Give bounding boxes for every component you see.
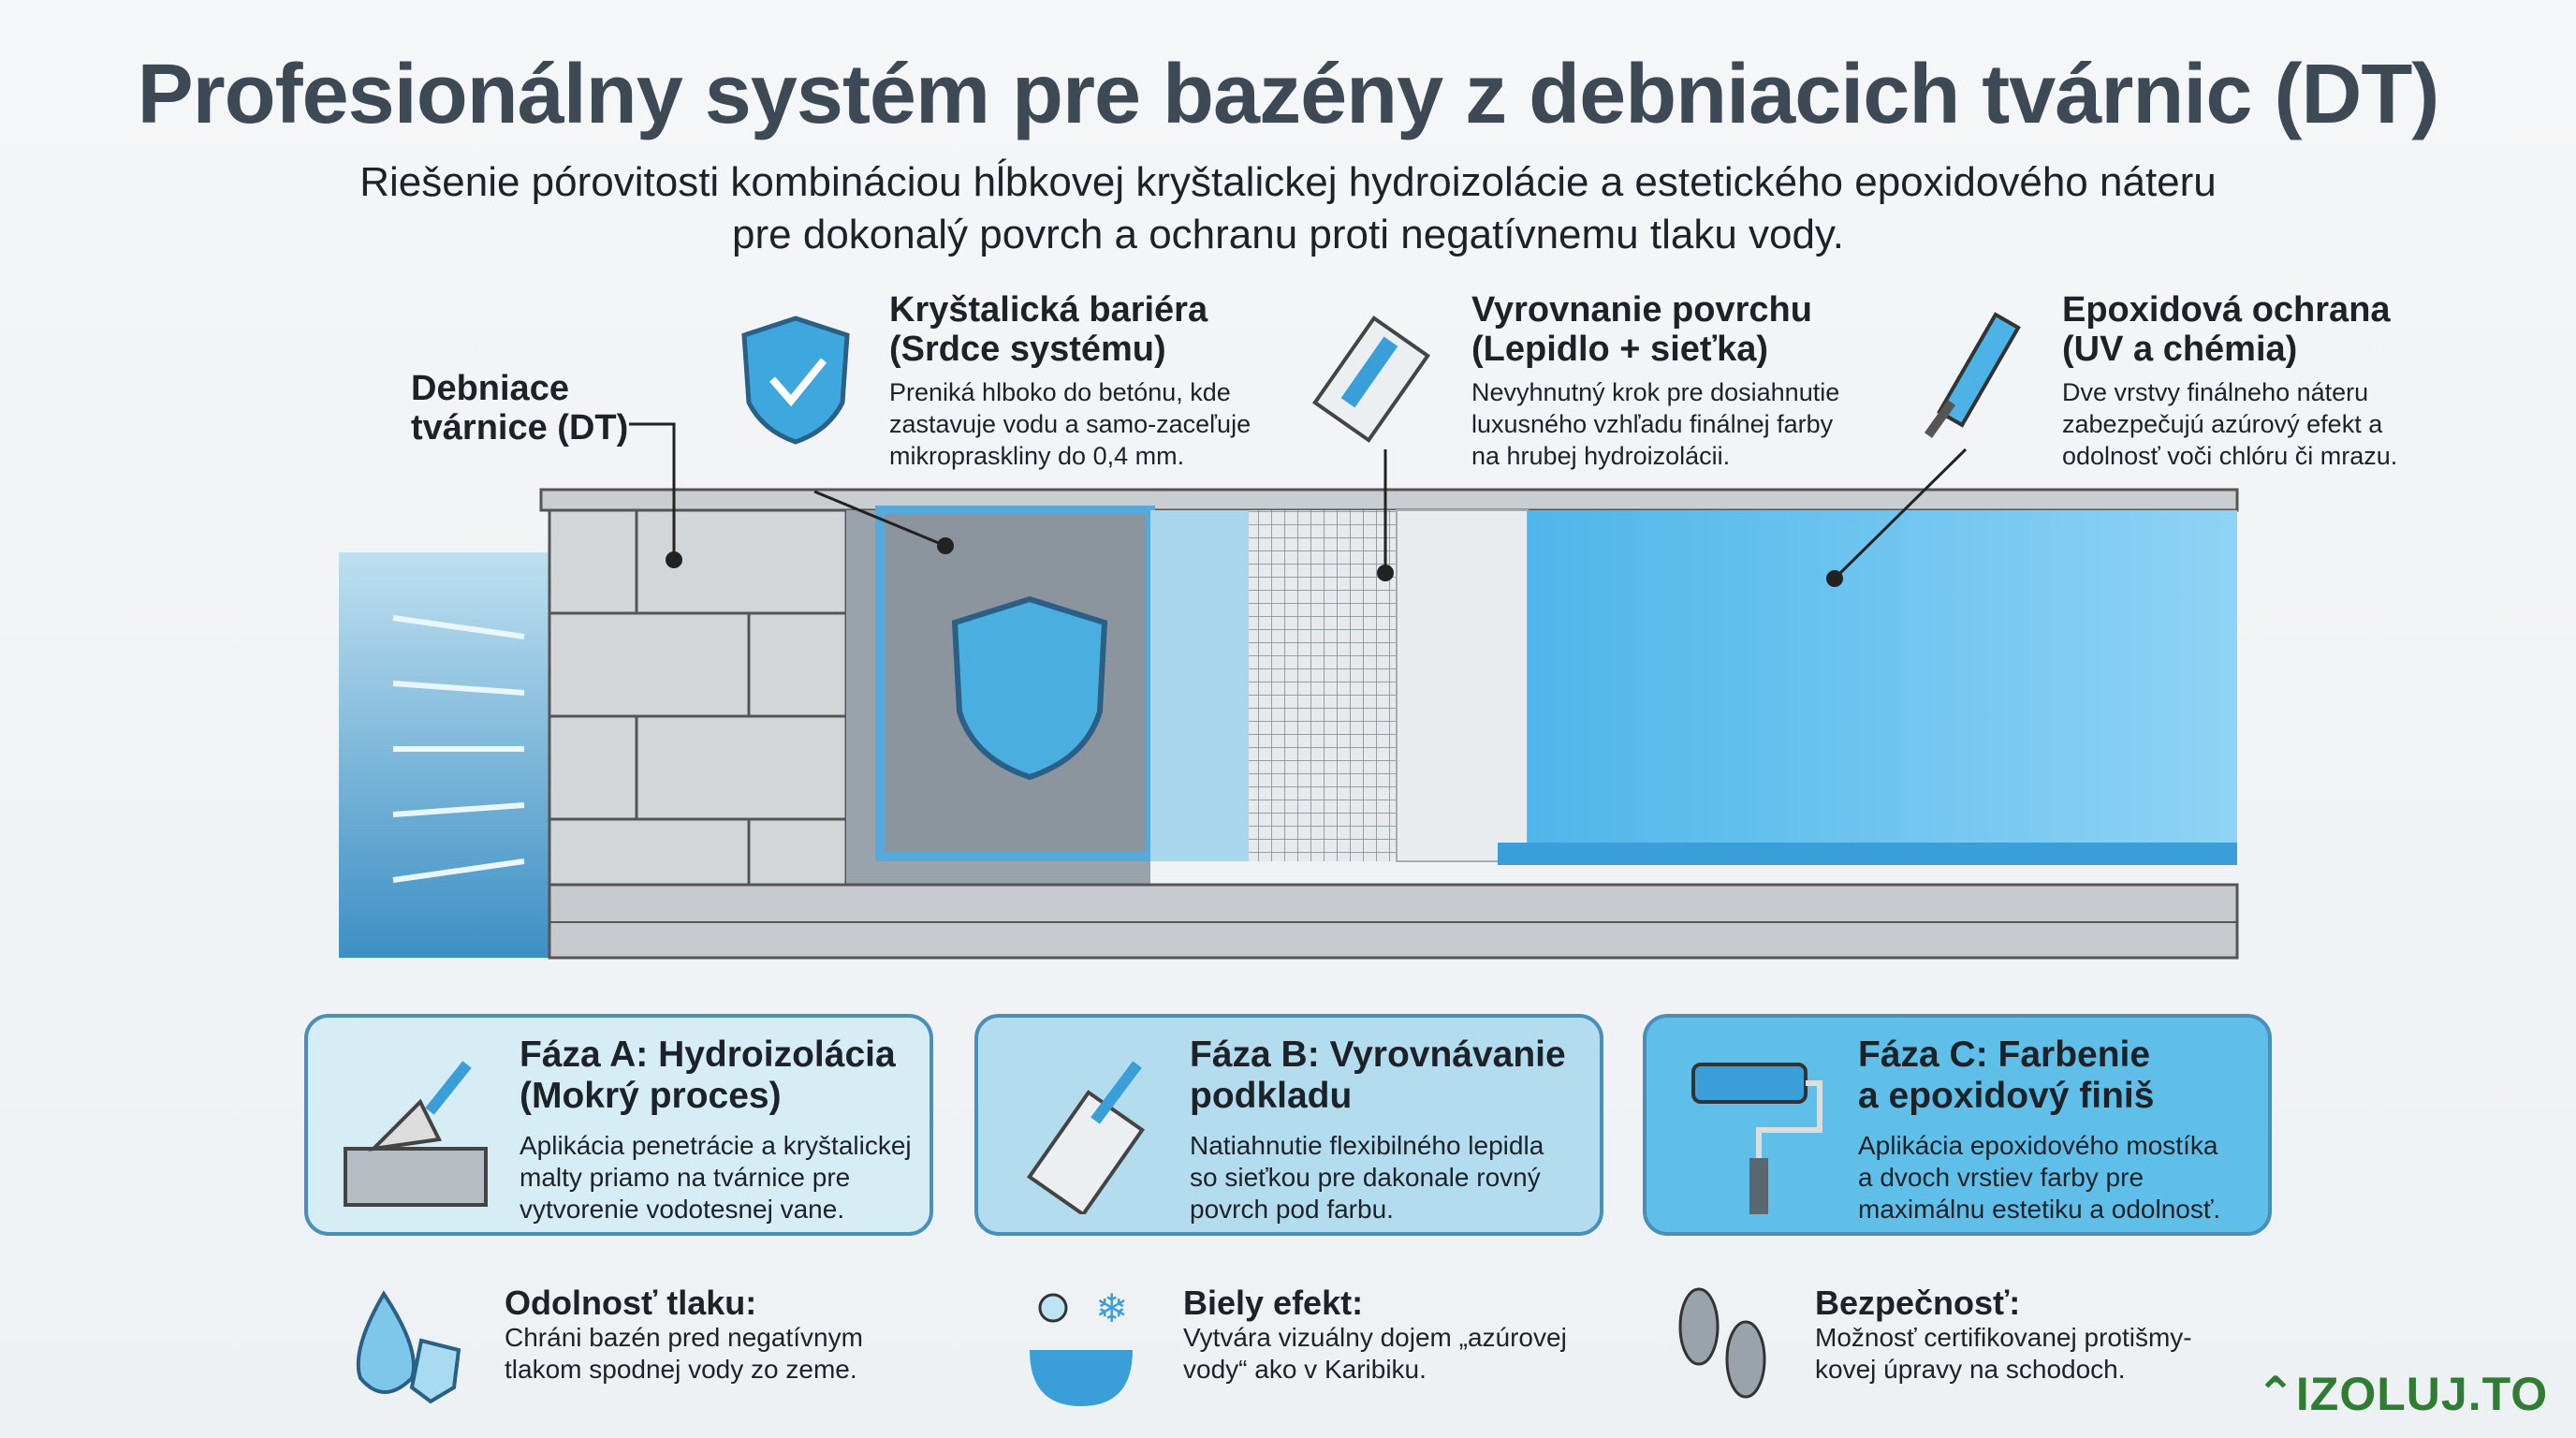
callout-text: odolnosť voči chlóru či mrazu.: [2062, 442, 2398, 470]
feature-text: tlakom spodnej vody zo zeme.: [505, 1355, 857, 1384]
callout-title: Epoxidová ochrana: [2062, 290, 2391, 330]
feature-safety: Bezpečnosť:Možnosť certifikovanej protiš…: [1815, 1284, 2192, 1386]
top-coping: [539, 488, 2239, 512]
callout-text: mikropraskliny do 0,4 mm.: [889, 442, 1185, 470]
callout-text: zastavuje vodu a samo-zaceľuje: [889, 410, 1251, 438]
feature-white-effect: Biely efekt:Vytvára vizuálny dojem „azúr…: [1183, 1284, 1567, 1386]
svg-text:❄: ❄: [1095, 1286, 1128, 1330]
phase-title: a epoxidový finiš: [1858, 1076, 2155, 1116]
feature-title: Biely efekt:: [1183, 1284, 1364, 1322]
feature-text: Chráni bazén pred negatívnym: [505, 1323, 863, 1352]
phase-text: Natiahnutie flexibilného lepidla: [1190, 1131, 1544, 1160]
subtitle-line-2: pre dokonalý povrch a ochranu proti nega…: [732, 212, 1844, 257]
callout-crystal-barrier: Kryštalická bariéra(Srdce systému) Preni…: [889, 290, 1251, 472]
fiber-layer: [1150, 510, 1249, 861]
logo-text: IZOLUJ.TO: [2295, 1368, 2549, 1420]
feature-title: Bezpečnosť:: [1815, 1284, 2021, 1322]
formwork-blocks: [548, 508, 848, 915]
phase-text: Aplikácia penetrácie a kryštalickej: [520, 1131, 912, 1160]
feature-text: Možnosť certifikovanej protišmy-: [1815, 1323, 2192, 1352]
callout-text: Nevyhnutný krok pre dosiahnutie: [1471, 378, 1840, 406]
feature-text: vody“ ako v Karibiku.: [1183, 1355, 1427, 1384]
paint-roller-icon: [1691, 1063, 1822, 1214]
phase-text: povrch pod farbu.: [1190, 1195, 1394, 1224]
epoxy-pool-finish: [1528, 510, 2237, 861]
subtitle-line-1: Riešenie pórovitosti kombináciou hĺbkove…: [359, 159, 2217, 205]
callout-text: zabezpečujú azúrový efekt a: [2062, 410, 2383, 438]
callout-title: (UV a chémia): [2062, 330, 2298, 369]
water-drop-shield-icon: [356, 1290, 461, 1404]
shield-icon: [951, 595, 1108, 781]
feature-title: Odolnosť tlaku:: [505, 1284, 757, 1322]
page-title: Profesionálny systém pre bazény z debnia…: [137, 48, 2440, 141]
callout-title: Debniace: [411, 369, 569, 408]
phase-text: maximálnu estetiku a odolnosť.: [1858, 1195, 2221, 1224]
feature-text: kovej úpravy na schodoch.: [1815, 1355, 2126, 1384]
callout-title: Vyrovnanie povrchu: [1471, 290, 1812, 330]
callout-title: (Lepidlo + sieťka): [1471, 330, 1769, 369]
trowel-mesh-icon: [1311, 315, 1431, 443]
callout-text: luxusného vzhľadu finálnej farby: [1471, 410, 1834, 438]
callout-text: na hrubej hydroizolácii.: [1471, 442, 1731, 470]
footprints-icon: [1678, 1287, 1766, 1399]
callout-text: Dve vrstvy finálneho náteru: [2062, 378, 2369, 406]
phase-title: Fáza A: Hydroizolácia: [520, 1034, 896, 1075]
callout-title: tvárnice (DT): [411, 408, 629, 448]
groundwater: [339, 552, 549, 958]
callout-leveling: Vyrovnanie povrchu(Lepidlo + sieťka) Nev…: [1471, 290, 1839, 472]
callout-title: Kryštalická bariéra: [889, 290, 1208, 330]
callout-epoxy: Epoxidová ochrana(UV a chémia) Dve vrstv…: [2062, 290, 2397, 472]
phase-title: podkladu: [1190, 1076, 1353, 1116]
phase-text: malty priamo na tvárnice pre: [520, 1163, 851, 1192]
phase-title: Fáza B: Vyrovnávanie: [1190, 1034, 1566, 1075]
pressure-arrows: [392, 615, 525, 883]
feature-text: Vytvára vizuálny dojem „azúrovej: [1183, 1323, 1567, 1352]
phase-title: (Mokrý proces): [520, 1076, 782, 1116]
phase-text: vytvorenie vodotesnej vane.: [520, 1195, 845, 1224]
phase-text: a dvoch vrstiev farby pre: [1858, 1163, 2144, 1192]
sun-snowflake-water-icon: ❄: [1030, 1286, 1133, 1406]
callout-lines: [629, 422, 1968, 580]
chevron-up-icon: ⌃: [2256, 1368, 2296, 1420]
brand-logo: ⌃IZOLUJ.TO: [2256, 1367, 2548, 1421]
phase-text: Aplikácia epoxidového mostíka: [1858, 1131, 2218, 1160]
callout-title: (Srdce systému): [889, 330, 1166, 369]
trowel-mesh-icon: [1026, 1061, 1146, 1214]
feature-pressure: Odolnosť tlaku:Chráni bazén pred negatív…: [505, 1284, 863, 1386]
adhesive-layer: [1396, 509, 1529, 862]
callout-formwork-blocks: Debniace tvárnice (DT): [411, 369, 628, 448]
paint-roller-icon: [1924, 312, 2021, 438]
phase-card-a: Fáza A: Hydroizolácia(Mokrý proces) Apli…: [304, 1014, 933, 1236]
trowel-blocks-icon: [344, 1061, 488, 1207]
shield-check-icon: [741, 315, 850, 445]
phase-title: Fáza C: Farbenie: [1858, 1034, 2151, 1075]
phase-text: so sieťkou pre dakonale rovný: [1190, 1163, 1541, 1192]
callout-text: Preniká hlboko do betónu, kde: [889, 378, 1231, 406]
